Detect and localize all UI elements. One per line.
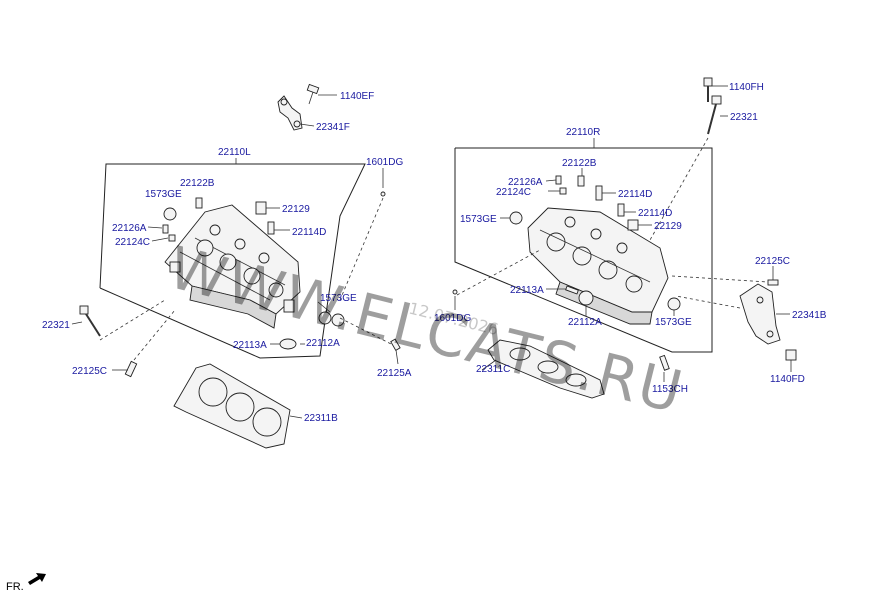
part-22129-right[interactable] — [627, 219, 639, 231]
dowel-22125C-left[interactable] — [124, 360, 138, 378]
label-1140FD[interactable]: 1140FD — [770, 374, 805, 385]
part-22114D-right-1[interactable] — [595, 185, 603, 201]
label-22113A-right[interactable]: 22113A — [510, 285, 544, 296]
label-1573GE-right[interactable]: 1573GE — [460, 214, 497, 225]
left-frame — [99, 163, 366, 359]
label-1153CH[interactable]: 1153CH — [652, 384, 688, 395]
label-1573GE-left[interactable]: 1573GE — [145, 189, 182, 200]
dowel-22125C-right[interactable] — [767, 279, 779, 286]
front-orientation: FR. — [6, 573, 46, 593]
part-22124C-right[interactable] — [559, 187, 567, 195]
part-22112A-right[interactable] — [578, 290, 594, 306]
part-1573GE-left[interactable] — [163, 207, 177, 221]
bolt-1140FD[interactable] — [785, 349, 797, 361]
label-22129-right[interactable]: 22129 — [654, 221, 682, 232]
label-22126A-right[interactable]: 22126A — [508, 177, 543, 188]
label-22126A-left[interactable]: 22126A — [112, 223, 147, 234]
label-22321-right[interactable]: 22321 — [730, 112, 758, 123]
part-22113A-right[interactable] — [565, 285, 579, 295]
bolt-1140EF[interactable] — [306, 83, 320, 105]
part-22114D-left[interactable] — [267, 221, 275, 235]
label-22112A-right[interactable]: 22112A — [568, 317, 602, 328]
label-22311C[interactable]: 22311C — [476, 364, 510, 375]
label-22124C-left[interactable]: 22124C — [115, 237, 150, 248]
part-22126A-right[interactable] — [555, 175, 562, 185]
part-22126A-left[interactable] — [162, 224, 169, 234]
dowel-22125A[interactable] — [390, 338, 401, 351]
part-22122B-right[interactable] — [577, 175, 585, 187]
label-22112A-left[interactable]: 22112A — [306, 338, 340, 349]
part-1573GE-right[interactable] — [509, 211, 523, 225]
label-1573GE-right-2[interactable]: 1573GE — [655, 317, 692, 328]
part-22112A-left[interactable] — [318, 311, 332, 325]
label-22122B-right[interactable]: 22122B — [562, 158, 597, 169]
bolt-1140FH[interactable] — [703, 77, 713, 102]
label-22110R[interactable]: 22110R — [566, 127, 600, 138]
label-22129-left[interactable]: 22129 — [282, 204, 310, 215]
left-head-assembly: 1140EF 22341F 22110L 1601DG 22122B 1573G… — [42, 83, 412, 449]
label-22124C-right[interactable]: 22124C — [496, 187, 531, 198]
cylinder-head-left[interactable] — [164, 204, 301, 329]
right-frame — [454, 147, 713, 353]
label-22114D-right-2[interactable]: 22114D — [638, 208, 672, 219]
bolt-22321-right[interactable] — [707, 95, 722, 135]
label-22321-left[interactable]: 22321 — [42, 320, 70, 331]
front-arrow-icon — [28, 573, 46, 585]
label-1601DG-top[interactable]: 1601DG — [366, 157, 403, 168]
part-22114D-right-2[interactable] — [617, 203, 625, 217]
label-1573GE-mid[interactable]: 1573GE — [320, 293, 357, 304]
label-1140FH[interactable]: 1140FH — [729, 82, 764, 93]
bracket-22341F[interactable] — [277, 95, 303, 131]
label-22125A[interactable]: 22125A — [377, 368, 412, 379]
label-22113A-left[interactable]: 22113A — [233, 340, 267, 351]
cylinder-head-right[interactable] — [527, 207, 669, 325]
label-22114D-right-1[interactable]: 22114D — [618, 189, 652, 200]
label-22311B[interactable]: 22311B — [304, 413, 338, 424]
part-1573GE-right-2[interactable] — [667, 297, 681, 311]
label-22114D-left[interactable]: 22114D — [292, 227, 326, 238]
part-22124C-left[interactable] — [168, 234, 176, 242]
bolt-22321-left[interactable] — [79, 305, 101, 337]
part-22129-left[interactable] — [255, 201, 267, 215]
label-22341F[interactable]: 22341F — [316, 122, 350, 133]
label-22125C-left[interactable]: 22125C — [72, 366, 107, 377]
label-22341B[interactable]: 22341B — [792, 310, 827, 321]
label-1140EF[interactable]: 1140EF — [340, 91, 374, 102]
bracket-22341B[interactable] — [739, 283, 781, 345]
label-22110L[interactable]: 22110L — [218, 147, 251, 158]
front-label: FR. — [6, 581, 24, 593]
label-1601DG-right[interactable]: 1601DG — [434, 313, 471, 324]
gasket-22311B[interactable] — [173, 363, 291, 449]
part-22122B-left[interactable] — [195, 197, 203, 209]
label-22125C-right[interactable]: 22125C — [755, 256, 790, 267]
part-1573GE-mid[interactable] — [331, 313, 345, 327]
right-head-assembly: 1140FH 22321 22110R 22122B 22126A 22124C… — [434, 77, 827, 399]
label-22122B-left[interactable]: 22122B — [180, 178, 215, 189]
stud-1153CH[interactable] — [659, 354, 670, 371]
part-22113A-left[interactable] — [279, 338, 297, 350]
gasket-22311C[interactable] — [487, 339, 605, 399]
